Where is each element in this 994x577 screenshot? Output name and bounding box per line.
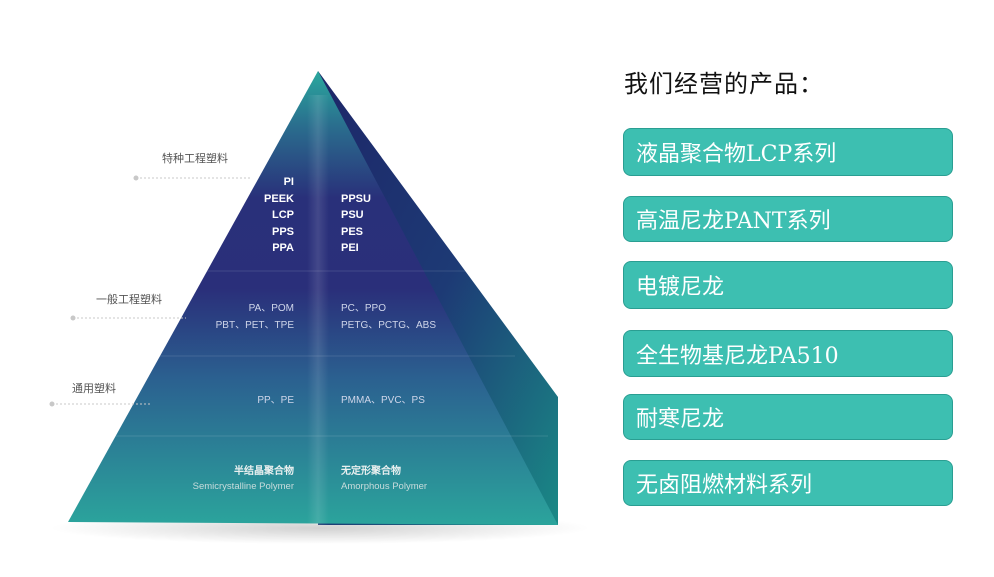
semicrystalline-title: 半结晶聚合物 xyxy=(234,464,294,477)
special-right-item: PPSU xyxy=(341,193,371,205)
general-right-item: PETG、PCTG、ABS xyxy=(341,320,436,331)
product-plated-nylon-button[interactable]: 电镀尼龙 xyxy=(623,261,953,309)
special-left-item: PPA xyxy=(272,242,294,254)
special-left-item: PI xyxy=(284,176,294,188)
product-high-temp-nylon-button[interactable]: 高温尼龙PANT系列 xyxy=(623,196,953,242)
common-right-item: PMMA、PVC、PS xyxy=(341,395,425,406)
general-left-item: PA、POM xyxy=(249,303,294,314)
amorphous-subtitle: Amorphous Polymer xyxy=(341,481,427,492)
tier-common-label: 通用塑料 xyxy=(72,381,116,395)
tier-special-label: 特种工程塑料 xyxy=(162,151,228,165)
products-heading: 我们经营的产品： xyxy=(624,70,824,98)
tier-label-special: 特种工程塑料 xyxy=(133,151,252,181)
product-bio-nylon-button[interactable]: 全生物基尼龙PA510 xyxy=(623,330,953,377)
general-right-item: PC、PPO xyxy=(341,303,386,314)
general-left-item: PBT、PET、TPE xyxy=(216,320,295,331)
special-left-list: PI PEEK LCP PPS PPA xyxy=(264,176,294,254)
general-right-list: PC、PPO PETG、PCTG、ABS xyxy=(341,303,436,331)
tier-label-general: 一般工程塑料 xyxy=(70,292,186,321)
special-right-item: PES xyxy=(341,226,363,238)
product-lcp-series-button[interactable]: 液晶聚合物LCP系列 xyxy=(623,128,953,176)
pyramid-highlight xyxy=(307,95,329,525)
special-left-item: LCP xyxy=(272,209,294,221)
tier-label-common: 通用塑料 xyxy=(49,381,150,407)
special-right-list: PPSU PSU PES PEI xyxy=(341,193,371,254)
material-pyramid: 特种工程塑料 一般工程塑料 通用塑料 PI PEEK LCP PPS PPA P… xyxy=(49,71,590,544)
semicrystalline-subtitle: Semicrystalline Polymer xyxy=(193,481,294,492)
product-cold-resistant-nylon-button[interactable]: 耐寒尼龙 xyxy=(623,394,953,440)
special-left-item: PEEK xyxy=(264,193,294,205)
special-right-item: PEI xyxy=(341,242,359,254)
tier-dividers xyxy=(88,270,548,437)
common-left-item: PP、PE xyxy=(257,395,294,406)
tier-general-label: 一般工程塑料 xyxy=(96,292,162,306)
amorphous-title: 无定形聚合物 xyxy=(340,464,401,477)
special-left-item: PPS xyxy=(272,226,294,238)
product-halogen-free-flame-retardant-button[interactable]: 无卤阻燃材料系列 xyxy=(623,460,953,506)
general-left-list: PA、POM PBT、PET、TPE xyxy=(216,303,295,331)
special-right-item: PSU xyxy=(341,209,364,221)
